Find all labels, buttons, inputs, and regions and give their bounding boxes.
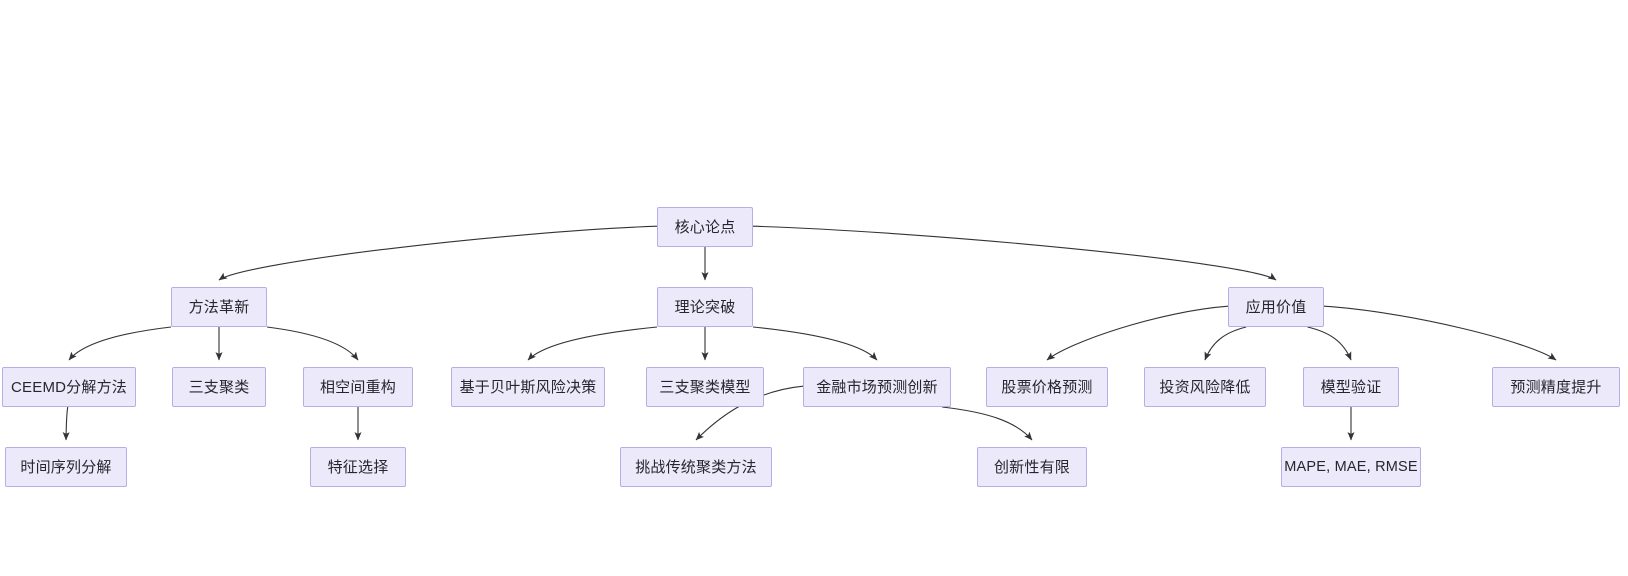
node-label: 预测精度提升 <box>1510 378 1602 396</box>
node-featsel[interactable]: 特征选择 <box>310 447 406 487</box>
edge-value-to-stockpred <box>1046 305 1229 361</box>
edge-core-to-value <box>752 225 1277 281</box>
edge-ceemd-to-tsdecomp <box>62 406 70 441</box>
node-ceemd[interactable]: CEEMD分解方法 <box>2 367 136 407</box>
node-label: 核心论点 <box>674 218 736 236</box>
node-metrics[interactable]: MAPE, MAE, RMSE <box>1281 447 1421 487</box>
node-finance[interactable]: 金融市场预测创新 <box>803 367 951 407</box>
node-label: 基于贝叶斯风险决策 <box>459 378 597 396</box>
node-value[interactable]: 应用价值 <box>1228 287 1324 327</box>
node-phase[interactable]: 相空间重构 <box>303 367 413 407</box>
node-threeway[interactable]: 三支聚类 <box>172 367 266 407</box>
node-label: 金融市场预测创新 <box>816 378 938 396</box>
node-riskdown[interactable]: 投资风险降低 <box>1144 367 1266 407</box>
node-label: 投资风险降低 <box>1159 378 1251 396</box>
edge-finance-to-limited <box>942 406 1033 441</box>
node-label: 股票价格预测 <box>1001 378 1093 396</box>
edge-theory-to-finance <box>752 326 878 361</box>
node-theory[interactable]: 理论突破 <box>657 287 753 327</box>
node-accuracy[interactable]: 预测精度提升 <box>1492 367 1620 407</box>
node-label: 应用价值 <box>1245 298 1307 316</box>
edge-core-to-method <box>218 225 658 281</box>
edge-value-to-riskdown <box>1204 326 1247 361</box>
edge-method-to-ceemd <box>68 326 172 361</box>
node-label: CEEMD分解方法 <box>11 378 127 396</box>
edge-value-to-accuracy <box>1323 305 1557 361</box>
edge-value-to-modelvalid <box>1307 326 1352 361</box>
node-label: 三支聚类 <box>188 378 250 396</box>
node-label: 相空间重构 <box>319 378 396 396</box>
node-label: MAPE, MAE, RMSE <box>1284 458 1418 475</box>
node-challenge[interactable]: 挑战传统聚类方法 <box>620 447 772 487</box>
node-label: 理论突破 <box>674 298 736 316</box>
node-label: 模型验证 <box>1320 378 1382 396</box>
node-label: 特征选择 <box>327 458 389 476</box>
node-bayes[interactable]: 基于贝叶斯风险决策 <box>451 367 605 407</box>
node-label: 创新性有限 <box>993 458 1070 476</box>
node-stockpred[interactable]: 股票价格预测 <box>986 367 1108 407</box>
node-twmodel[interactable]: 三支聚类模型 <box>646 367 764 407</box>
node-core[interactable]: 核心论点 <box>657 207 753 247</box>
node-limited[interactable]: 创新性有限 <box>977 447 1087 487</box>
node-method[interactable]: 方法革新 <box>171 287 267 327</box>
edge-theory-to-bayes <box>527 326 658 361</box>
edge-method-to-phase <box>266 326 359 361</box>
node-modelvalid[interactable]: 模型验证 <box>1303 367 1399 407</box>
node-label: 挑战传统聚类方法 <box>635 458 757 476</box>
edge-paths <box>62 225 1557 441</box>
node-label: 方法革新 <box>188 298 250 316</box>
node-label: 时间序列分解 <box>20 458 112 476</box>
node-tsdecomp[interactable]: 时间序列分解 <box>5 447 127 487</box>
node-label: 三支聚类模型 <box>659 378 751 396</box>
